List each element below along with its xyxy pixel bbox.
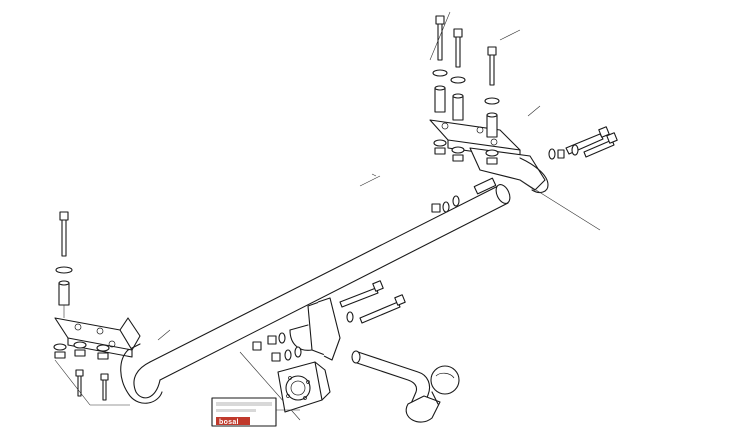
centre-hanger-bracket <box>289 297 341 361</box>
cross-tube <box>120 184 511 404</box>
left-bolt-stack <box>55 211 73 318</box>
centre-nuts <box>239 332 302 421</box>
leader-lines <box>157 105 541 341</box>
right-lower-nuts <box>433 139 499 165</box>
brand-label: bosal <box>211 397 300 427</box>
brand-logo-text: bosal <box>219 419 239 426</box>
centre-horizontal-bolts <box>339 280 406 324</box>
socket-plate <box>277 361 331 413</box>
left-lower-fixings <box>53 341 130 406</box>
tow-ball-neck <box>351 350 460 423</box>
tube-upper-nuts <box>431 177 497 213</box>
right-bolt-stacks <box>429 11 521 138</box>
left-bracket <box>54 317 141 358</box>
right-horizontal-bolts <box>519 126 618 231</box>
brand-logo <box>216 417 250 425</box>
